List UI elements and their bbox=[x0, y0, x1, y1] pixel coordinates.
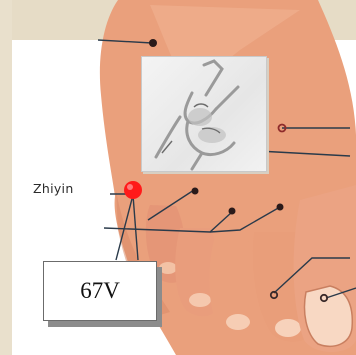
point-dot bbox=[229, 208, 236, 215]
needling-inset bbox=[141, 56, 267, 172]
red-dot-highlight bbox=[127, 184, 133, 190]
point-code: 67V bbox=[80, 278, 120, 304]
point-dot bbox=[149, 39, 157, 47]
point-name-label: Zhiyin bbox=[33, 181, 74, 196]
point-dot bbox=[192, 188, 199, 195]
point-dot bbox=[277, 204, 284, 211]
point-code-callout: 67V bbox=[43, 261, 157, 321]
needling-hand-sketch bbox=[142, 57, 266, 171]
toe-big bbox=[294, 185, 356, 352]
red-dot-icon bbox=[124, 181, 142, 199]
